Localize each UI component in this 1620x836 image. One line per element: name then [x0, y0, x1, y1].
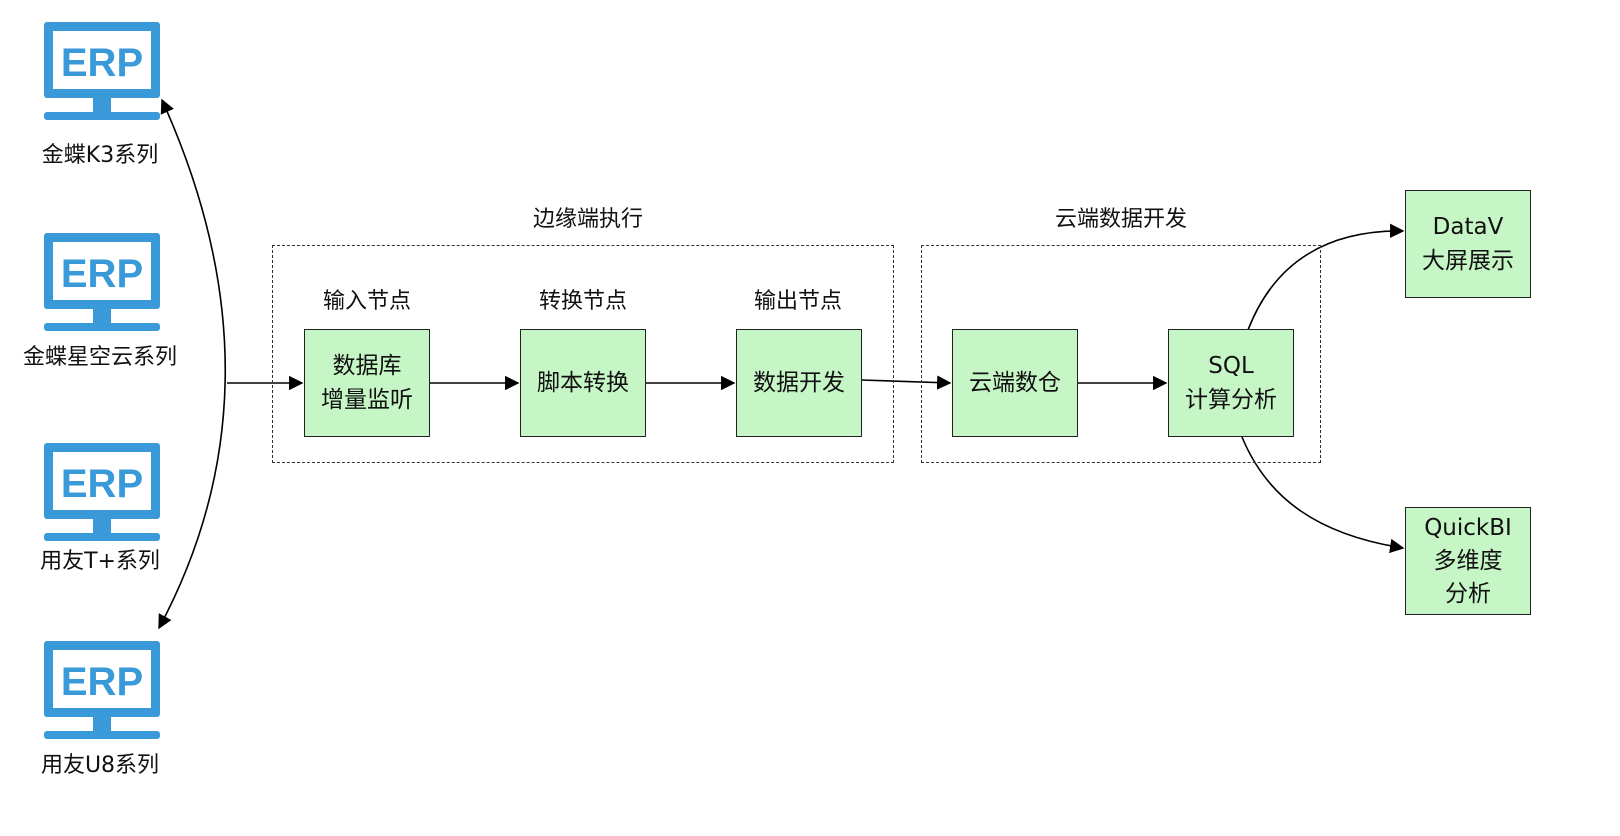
- source-label-u8: 用友U8系列: [40, 753, 160, 778]
- edge-group-title: 边缘端执行: [532, 207, 644, 232]
- node-cloud-warehouse: 云端数仓: [952, 329, 1078, 437]
- cloud-group-frame: [921, 245, 1321, 463]
- source-label-tplus: 用友T+系列: [40, 549, 160, 574]
- node-line: 脚本转换: [537, 370, 629, 396]
- node-line: DataV: [1432, 214, 1504, 240]
- node-line: 多维度: [1433, 547, 1503, 574]
- node-db-incremental-listen: 数据库 增量监听: [304, 329, 430, 437]
- stage-label-output: 输出节点: [753, 289, 843, 314]
- node-line: 大屏展示: [1422, 248, 1514, 274]
- output-quickbi: QuickBI 多维度 分析: [1405, 507, 1531, 615]
- arrow-edge-to-cloud: [860, 375, 952, 390]
- erp-icon-2: ERP: [44, 233, 160, 331]
- source-bracket-arrow: [158, 98, 227, 630]
- node-line: 云端数仓: [969, 370, 1061, 396]
- node-line: SQL: [1208, 353, 1254, 379]
- erp-icon-4: ERP: [44, 641, 160, 739]
- erp-icon-text: ERP: [61, 660, 143, 704]
- node-line: 数据库: [332, 353, 402, 379]
- node-data-dev: 数据开发: [736, 329, 862, 437]
- stage-label-input: 输入节点: [322, 289, 412, 314]
- edge-group-frame: [272, 245, 894, 463]
- source-label-xingkong: 金蝶星空云系列: [22, 345, 178, 370]
- node-line: 数据开发: [753, 370, 845, 396]
- arrow-sql-to-quickbi: [1241, 436, 1405, 554]
- erp-icon-text: ERP: [61, 462, 143, 506]
- node-line: 增量监听: [321, 387, 413, 413]
- output-datav: DataV 大屏展示: [1405, 190, 1531, 298]
- erp-icon-text: ERP: [61, 252, 143, 296]
- erp-icon-1: ERP: [44, 22, 160, 120]
- arrow-sql-to-datav: [1247, 223, 1405, 331]
- node-sql-analysis: SQL 计算分析: [1168, 329, 1294, 437]
- node-line: 分析: [1445, 580, 1491, 607]
- node-line: 计算分析: [1185, 387, 1277, 413]
- source-label-k3: 金蝶K3系列: [41, 143, 159, 168]
- erp-icon-text: ERP: [61, 41, 143, 85]
- node-line: QuickBI: [1424, 514, 1512, 541]
- erp-icon-3: ERP: [44, 443, 160, 541]
- cloud-group-title: 云端数据开发: [1054, 207, 1188, 232]
- node-script-transform: 脚本转换: [520, 329, 646, 437]
- stage-label-transform: 转换节点: [538, 289, 628, 314]
